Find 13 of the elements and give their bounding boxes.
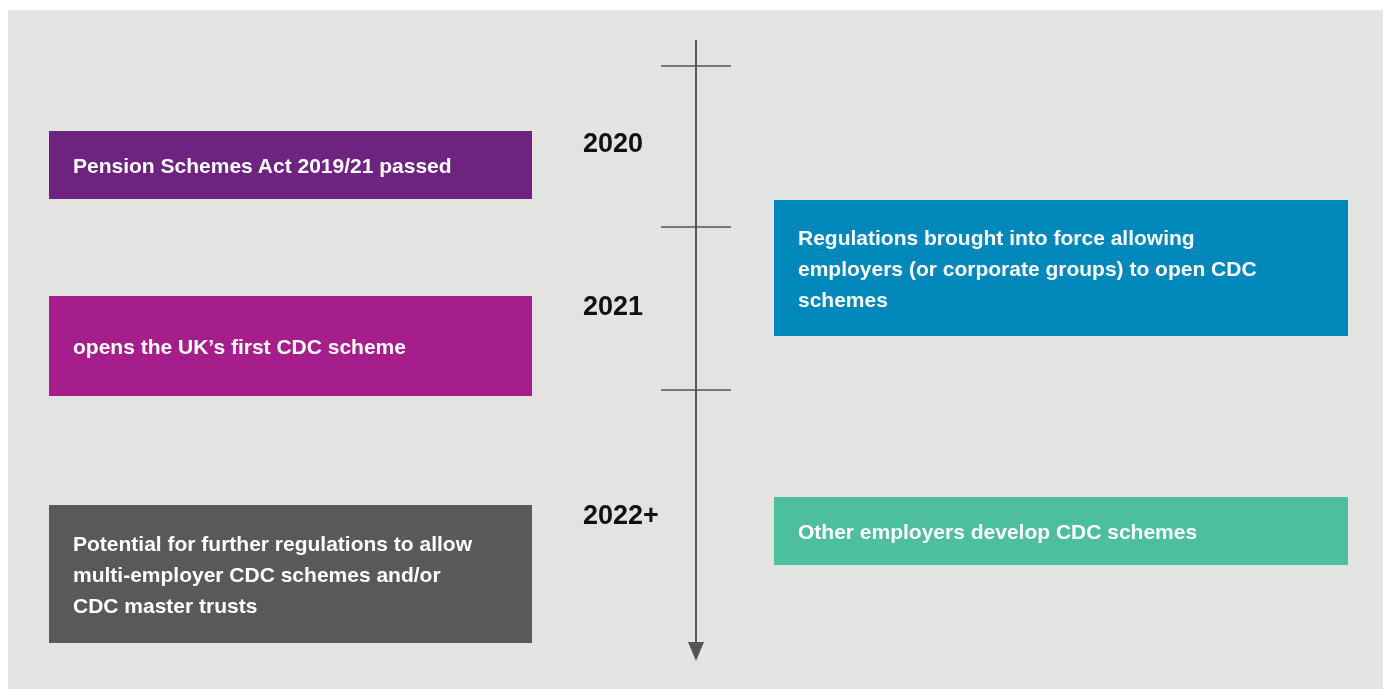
- year-label: 2021: [583, 291, 644, 322]
- event-box: [49, 505, 532, 643]
- event-text: Regulations brought into force allowing employers (or corporate groups) to open CDC schemes: [798, 224, 1258, 313]
- event-text: opens the UK’s first CDC scheme: [73, 333, 406, 360]
- year-label: 2022+: [583, 500, 659, 531]
- year-label: 2020: [583, 128, 644, 159]
- event-text: Pension Schemes Act 2019/21 passed: [73, 152, 452, 179]
- event-box: [774, 200, 1348, 336]
- event-text: Potential for further regulations to allow multi-employer CDC schemes and/or CDC master trusts: [73, 530, 473, 619]
- event-box: [774, 497, 1348, 565]
- event-box: [49, 296, 532, 396]
- event-text: Other employers develop CDC schemes: [798, 518, 1198, 545]
- event-box: [49, 131, 532, 199]
